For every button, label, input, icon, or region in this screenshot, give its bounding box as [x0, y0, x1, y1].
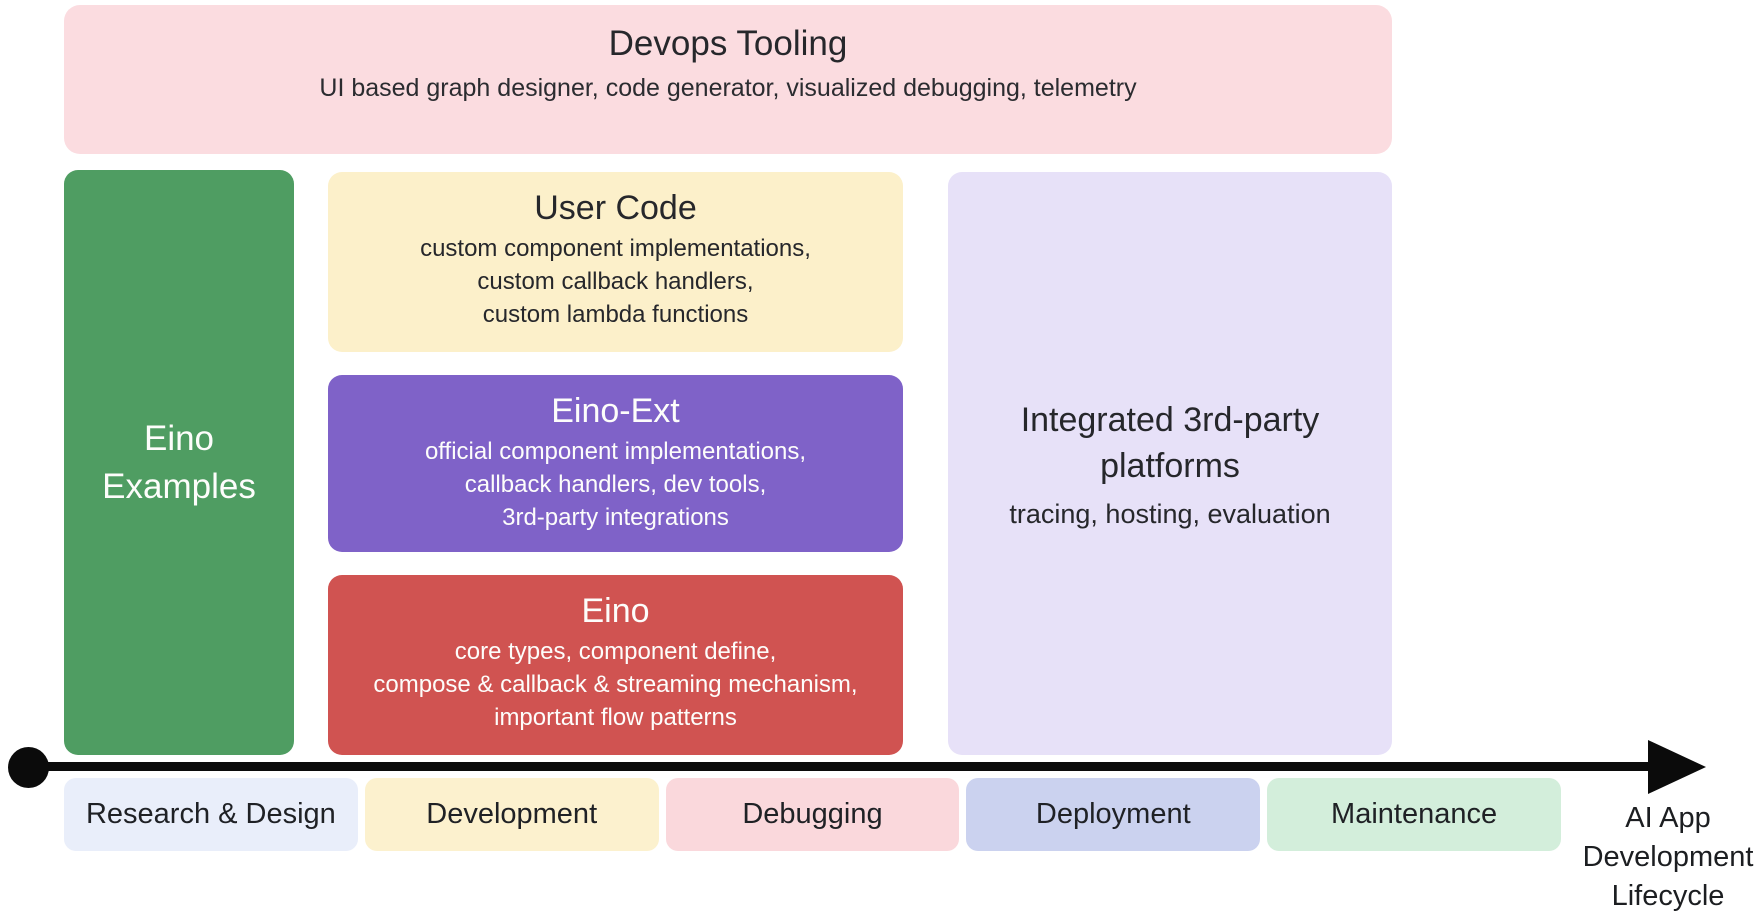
eino-core-line: compose & callback & streaming mechanism…: [328, 669, 903, 700]
eino-ext-line: official component implementations,: [328, 436, 903, 467]
eino-core-title: Eino: [328, 588, 903, 634]
user-code-box: User Code custom component implementatio…: [328, 172, 903, 352]
devops-tooling-title: Devops Tooling: [64, 22, 1392, 66]
eino-core-box: Eino core types, component define, compo…: [328, 575, 903, 755]
timeline-arrowhead-icon: [1648, 740, 1706, 794]
user-code-line: custom lambda functions: [328, 299, 903, 330]
user-code-line: custom component implementations,: [328, 233, 903, 264]
eino-ext-title: Eino-Ext: [328, 388, 903, 434]
stage-maintenance: Maintenance: [1267, 778, 1561, 851]
integrated-platforms-subtitle: tracing, hosting, evaluation: [1009, 497, 1330, 531]
eino-examples-box: Eino Examples: [64, 170, 294, 755]
user-code-line: custom callback handlers,: [328, 266, 903, 297]
lifecycle-axis-label-line: Lifecycle: [1576, 877, 1760, 916]
lifecycle-axis-label-line: Development: [1576, 838, 1760, 877]
stage-research-design: Research & Design: [64, 778, 358, 851]
eino-ext-line: 3rd-party integrations: [328, 502, 903, 533]
lifecycle-axis-label-line: AI App: [1576, 799, 1760, 838]
integrated-platforms-box: Integrated 3rd-party platforms tracing, …: [948, 172, 1392, 755]
eino-core-line: core types, component define,: [328, 636, 903, 667]
eino-examples-title: Eino Examples: [94, 415, 264, 511]
devops-tooling-subtitle: UI based graph designer, code generator,…: [64, 72, 1392, 104]
stage-development: Development: [365, 778, 659, 851]
eino-core-line: important flow patterns: [328, 702, 903, 733]
devops-tooling-box: Devops Tooling UI based graph designer, …: [64, 5, 1392, 154]
user-code-title: User Code: [328, 185, 903, 231]
timeline-axis-line: [28, 762, 1650, 771]
lifecycle-stages-row: Research & Design Development Debugging …: [64, 778, 1561, 851]
stage-deployment: Deployment: [966, 778, 1260, 851]
eino-ext-line: callback handlers, dev tools,: [328, 469, 903, 500]
stage-debugging: Debugging: [666, 778, 960, 851]
eino-ext-box: Eino-Ext official component implementati…: [328, 375, 903, 552]
integrated-platforms-title: Integrated 3rd-party platforms: [995, 397, 1345, 489]
lifecycle-axis-label: AI App Development Lifecycle: [1576, 799, 1760, 916]
